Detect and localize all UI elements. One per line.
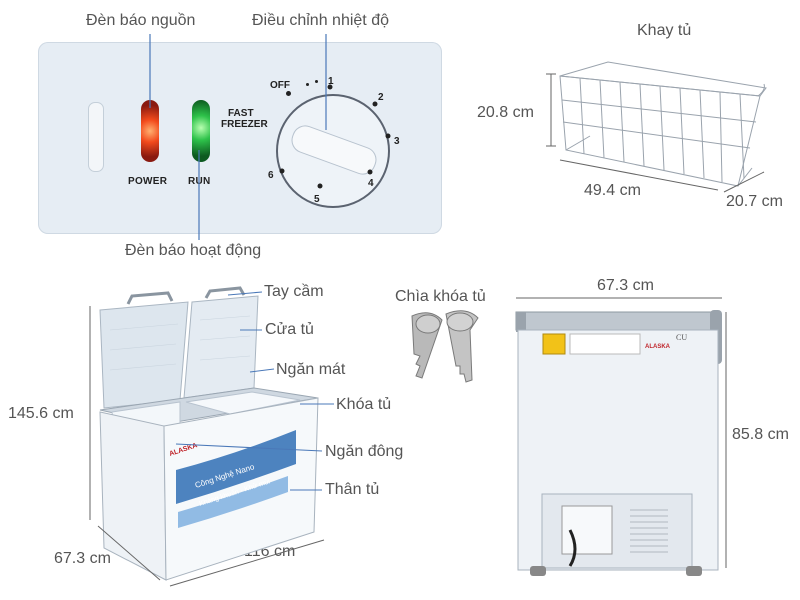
freezer-label: FREEZER [221,119,268,130]
dial-tick-dots [279,84,391,189]
part-freeze-compartment: Ngăn đông [325,443,404,460]
dial-num-1: 1 [328,76,334,87]
power-lamp-icon [141,100,159,162]
part-handle: Tay cầm [264,283,324,300]
tray-length-dim: 49.4 cm [584,182,641,199]
side-height-dim: 85.8 cm [732,426,789,443]
part-body: Thân tủ [325,481,380,498]
chest-freezer-icon [99,286,319,581]
key-label: Chìa khóa tủ [395,288,486,305]
dial-num-2: 2 [378,92,384,103]
freezer-width-line [169,539,325,587]
temperature-dial[interactable] [276,94,390,208]
temp-control-callout: Điều chỉnh nhiệt độ [252,12,389,29]
dial-num-4: 4 [368,178,374,189]
part-door: Cửa tủ [265,321,314,338]
keys-icon [411,310,479,383]
side-brand: ALASKA [645,344,671,350]
side-top-dim: 67.3 cm [597,277,654,294]
off-label: OFF [270,80,290,91]
tray-width-dim: 20.7 cm [726,193,783,210]
dial-dot [315,80,318,83]
part-lock: Khóa tủ [336,396,392,413]
control-panel: POWER RUN FAST FREEZER OFF 1 2 3 4 5 6 [38,42,442,234]
tray-width-line [723,171,765,193]
panel-slot [88,102,104,172]
power-label: POWER [128,176,168,187]
tray-basket-icon [559,61,767,187]
fast-label: FAST [228,108,254,119]
dial-num-5: 5 [314,194,320,205]
side-view-freezer-icon [515,310,722,576]
tray-title: Khay tủ [637,22,692,39]
dial-dot [306,83,309,86]
run-light-callout: Đèn báo hoạt động [125,242,262,259]
power-light-callout: Đèn báo nguồn [86,12,196,29]
dial-num-3: 3 [394,136,400,147]
freezer-depth-line [97,525,161,581]
run-lamp-icon [192,100,210,162]
dial-dot [286,91,291,96]
tray-length-line [559,159,719,191]
freezer-depth-dim: 67.3 cm [54,550,111,567]
freezer-height-dim: 145.6 cm [8,405,74,422]
tray-height-dim: 20.8 cm [477,104,534,121]
part-cool-compartment: Ngăn mát [276,361,346,378]
dial-num-6: 6 [268,170,274,181]
side-cu: CU [676,333,687,342]
